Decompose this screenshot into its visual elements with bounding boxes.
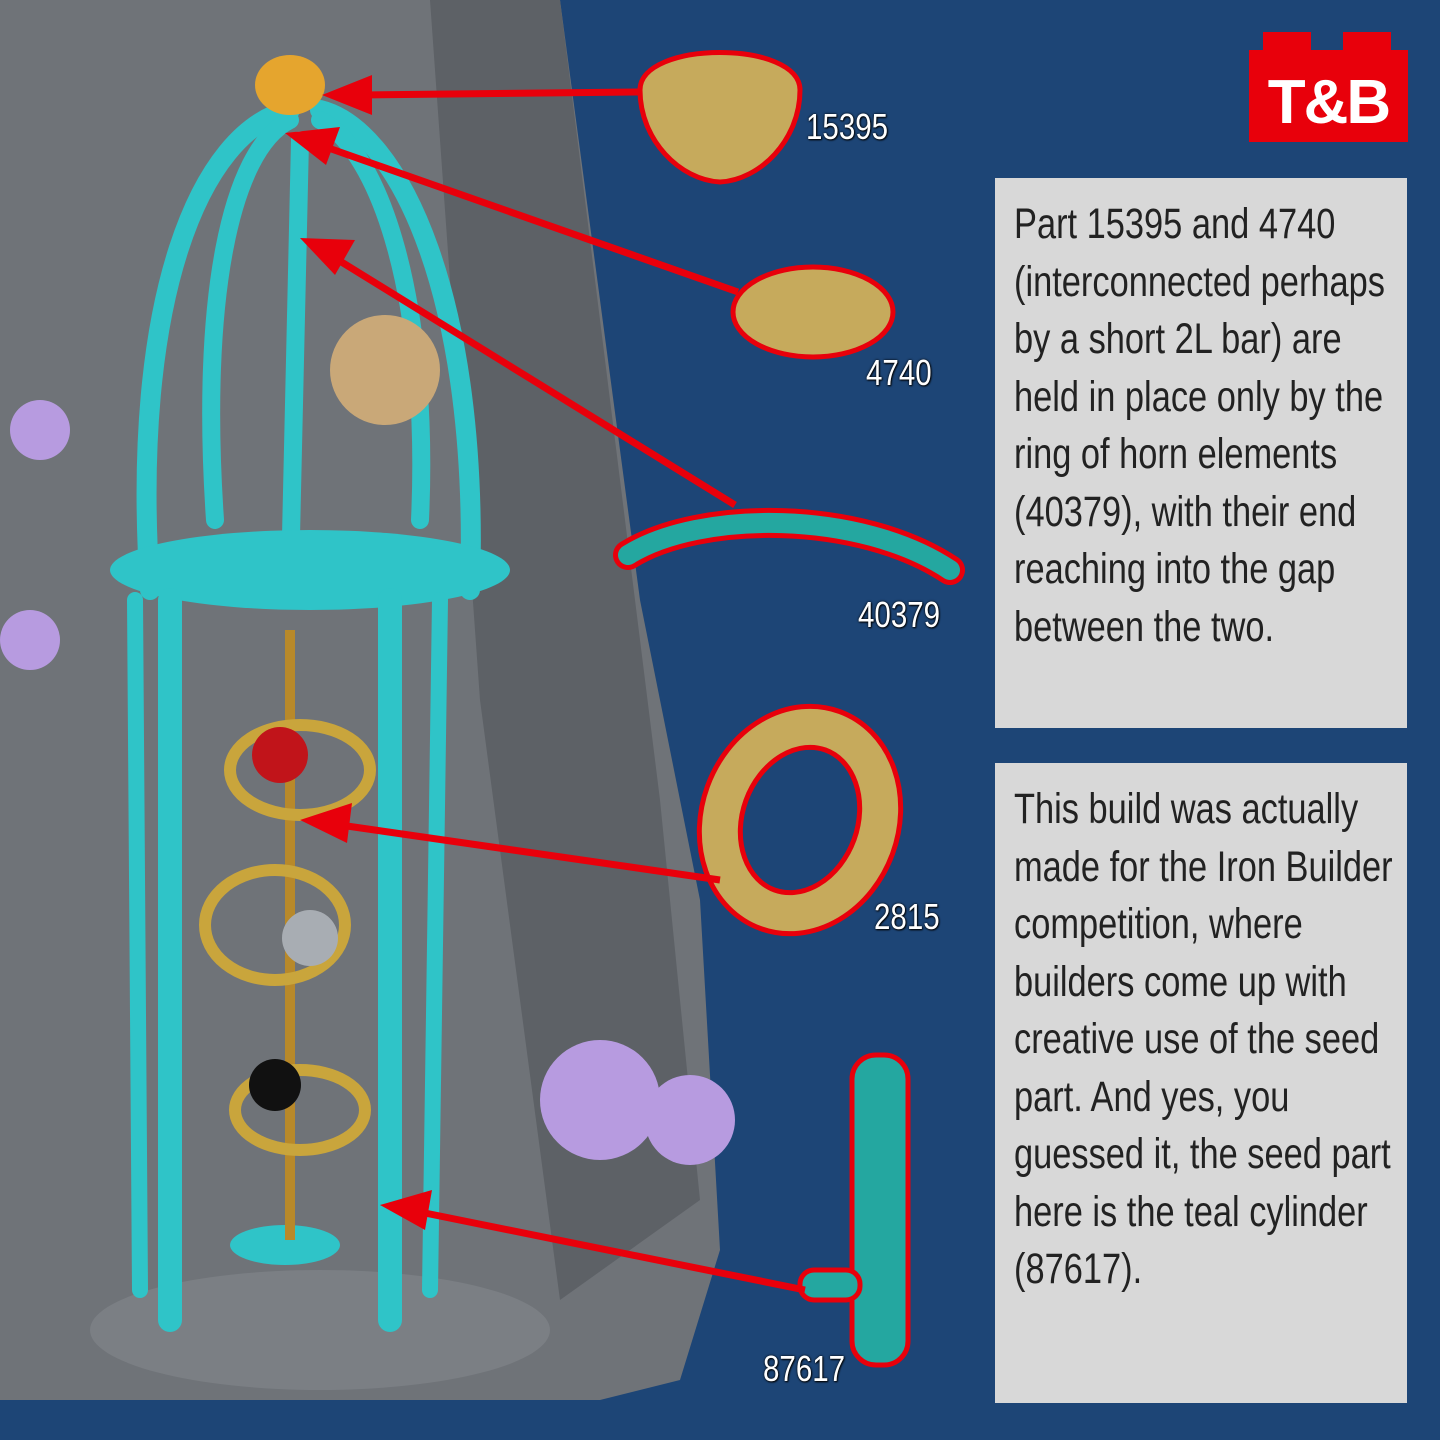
silver-ball	[282, 910, 338, 966]
part-87617-image	[797, 1052, 911, 1368]
part-label-4740: 4740	[866, 352, 932, 393]
gold-ring	[229, 1064, 371, 1156]
gold-ring	[199, 864, 351, 986]
note-box-attachment: Part 15395 and 4740 (interconnected perh…	[995, 178, 1407, 728]
part-2815-image	[696, 703, 904, 937]
logo-text: T&B	[1267, 68, 1391, 137]
note-box-iron-builder: This build was actually made for the Iro…	[995, 763, 1407, 1403]
note-text: Part 15395 and 4740 (interconnected perh…	[1014, 200, 1385, 651]
red-ball	[252, 727, 308, 783]
rock-shade	[430, 0, 700, 1300]
brick-logo-shape	[1249, 32, 1408, 142]
gold-dome	[255, 55, 325, 115]
coral-pieces	[0, 400, 735, 1165]
tower-base	[90, 1270, 550, 1390]
part-4740-image	[730, 264, 896, 360]
tb-logo: T&B	[1249, 32, 1408, 142]
globe	[330, 315, 440, 425]
callout-arrows	[285, 75, 806, 1294]
part-15395-image	[637, 50, 803, 185]
black-ball	[249, 1059, 301, 1111]
part-label-40379: 40379	[858, 594, 941, 635]
part-label-87617: 87617	[763, 1348, 846, 1389]
note-text: This build was actually made for the Iro…	[1014, 785, 1393, 1293]
gold-ring	[224, 719, 376, 821]
part-label-15395: 15395	[806, 106, 889, 147]
part-label-2815: 2815	[874, 896, 940, 937]
part-40379-image	[613, 507, 965, 585]
tower-teal	[110, 100, 510, 1332]
